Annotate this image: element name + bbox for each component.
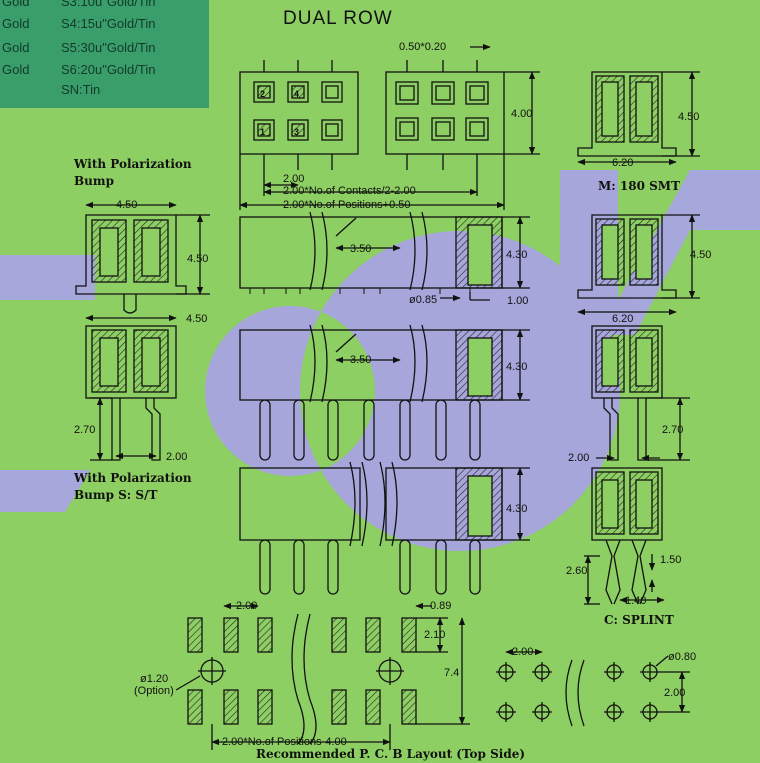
dim-430-2: 4.30 — [506, 361, 527, 373]
pcb-holes — [496, 648, 690, 727]
dim-450-h1: 4.50 — [187, 253, 208, 265]
pcb-layout-label: Recommended P. C. B Layout (Top Side) — [256, 747, 525, 761]
pin-number-3: 3 — [294, 127, 299, 137]
top-view-right — [385, 60, 505, 170]
dim-200-holes: 2.00 — [512, 646, 533, 658]
dim-450-h2: 4.50 — [690, 249, 711, 261]
pin-1-slot — [253, 119, 275, 141]
side-view-splint — [584, 467, 665, 605]
side-view-st-right — [591, 325, 690, 462]
plating-left-4: Gold — [2, 62, 30, 77]
dim-210: 2.10 — [424, 629, 445, 641]
dim-400: 4.00 — [511, 108, 532, 120]
side-view-m180-mid — [577, 214, 700, 316]
pin-2-slot — [253, 81, 275, 103]
dim-350-1: 3.50 — [350, 243, 371, 255]
with-polarization-label-1: With Polarization — [73, 157, 192, 171]
dim-450-top: 4.50 — [678, 111, 699, 123]
dim-200-left: 2.00 — [166, 451, 187, 463]
c-splint-label: C: SPLINT — [604, 613, 674, 627]
plating-left-1: Gold — [2, 0, 30, 9]
pin-number-4: 4 — [294, 89, 299, 99]
option-dia: ø1.20 — [140, 673, 168, 685]
dim-positions: 2.00*No.of Positions+0.50 — [283, 199, 411, 211]
side-view-st-left — [85, 314, 177, 461]
dim-260: 2.60 — [566, 565, 587, 577]
dim-080: ø0.80 — [668, 651, 696, 663]
dim-450-w2: 4.50 — [186, 313, 207, 325]
pin-3-slot — [287, 119, 309, 141]
drawing-title: DUAL ROW — [283, 8, 393, 29]
dim-contacts: 2.00*No.of Contacts/2-2.00 — [283, 185, 416, 197]
plating-left-2: Gold — [2, 16, 30, 31]
pcb-layout — [175, 602, 470, 750]
dim-430-1: 4.30 — [506, 249, 527, 261]
dim-089: 0.89 — [430, 600, 451, 612]
plating-right-5: SN:Tin — [61, 82, 101, 97]
dim-050-020: 0.50*0.20 — [399, 41, 446, 53]
dim-140: 1.40 — [625, 595, 646, 607]
plating-legend: Gold S3:10u"Gold/Tin Gold S4:15u"Gold/Ti… — [0, 0, 209, 108]
m180-smt-label: M: 180 SMT — [598, 179, 680, 193]
bump-st-label: Bump S: S/T — [74, 488, 157, 502]
side-view-polarization — [75, 201, 210, 314]
bump-label: Bump — [74, 174, 114, 188]
dim-620-mid: 6.20 — [612, 313, 633, 325]
dim-620-top: 6.20 — [612, 157, 633, 169]
front-view-row2 — [239, 211, 530, 302]
pin-4-slot — [287, 81, 309, 103]
plating-right-1: S3:10u"Gold/Tin — [61, 0, 156, 9]
front-view-row3 — [239, 324, 530, 461]
dim-270-left: 2.70 — [74, 424, 95, 436]
dim-200-holes-v: 2.00 — [664, 687, 685, 699]
plating-left-3: Gold — [2, 40, 30, 55]
dim-450-w1: 4.50 — [116, 199, 137, 211]
dim-74: 7.4 — [444, 667, 459, 679]
plating-right-3: S5:30u"Gold/Tin — [61, 40, 156, 55]
dim-200-pcb: 2.00 — [236, 600, 257, 612]
plating-right-4: S6:20u"Gold/Tin — [61, 62, 156, 77]
pin-number-1: 1 — [260, 127, 265, 137]
with-polarization-label-2: With Polarization — [73, 471, 192, 485]
dim-270-right: 2.70 — [662, 424, 683, 436]
pin-number-2: 2 — [260, 89, 265, 99]
dim-pcb-bottom: 2.00*No.of Positions-4.00 — [222, 736, 347, 748]
option-label: (Option) — [134, 685, 174, 697]
dim-430-3: 4.30 — [506, 503, 527, 515]
side-view-m180-top — [577, 71, 700, 166]
dim-200-pitch: 2.00 — [283, 173, 304, 185]
dim-085: ø0.85 — [409, 294, 437, 306]
top-view-left — [239, 60, 359, 170]
dim-150: 1.50 — [660, 554, 681, 566]
dim-350-2: 3.50 — [350, 354, 371, 366]
front-view-row4 — [239, 461, 530, 595]
dim-200-right: 2.00 — [568, 452, 589, 464]
plating-right-2: S4:15u"Gold/Tin — [61, 16, 156, 31]
dim-100: 1.00 — [507, 295, 528, 307]
